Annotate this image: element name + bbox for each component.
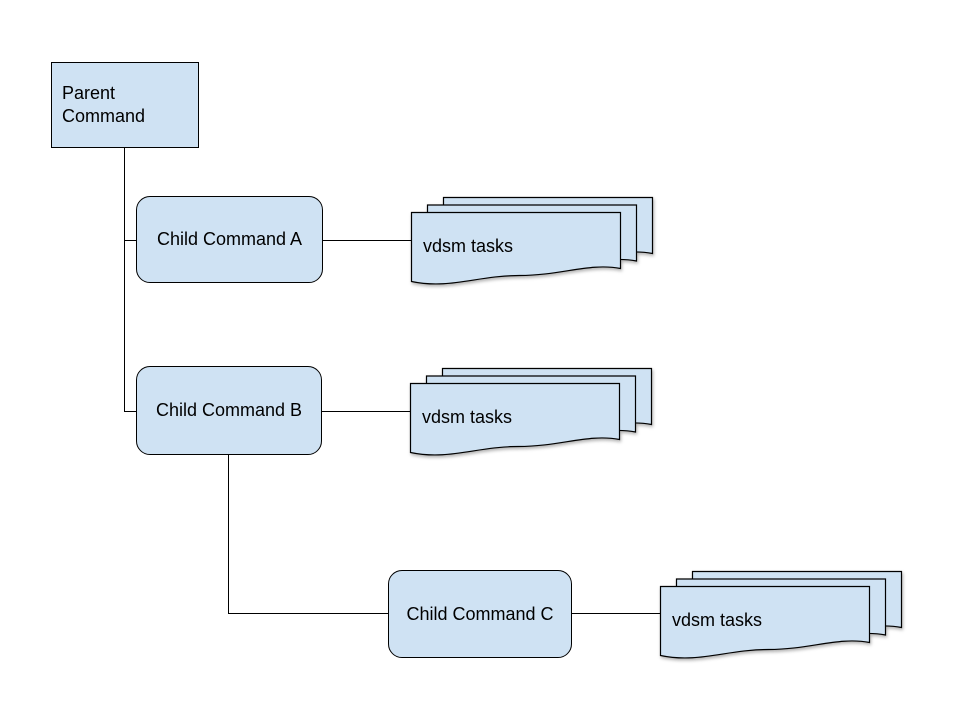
document-stack-icon xyxy=(410,196,654,285)
stack-vdsm-tasks-b-label: vdsm tasks xyxy=(422,407,513,427)
stack-vdsm-tasks-b: vdsm tasks xyxy=(409,367,653,464)
stack-vdsm-tasks-a-label: vdsm tasks xyxy=(423,236,514,256)
edge-child-b-child-c xyxy=(228,454,389,614)
node-child-command-c-label: Child Command C xyxy=(406,603,554,624)
stack-vdsm-tasks-c-label: vdsm tasks xyxy=(672,610,763,630)
stack-vdsm-tasks-c: vdsm tasks xyxy=(659,570,903,667)
document-stack-icon xyxy=(659,570,903,659)
edge-parent-children-trunk xyxy=(124,148,137,412)
node-child-command-c: Child Command C xyxy=(388,570,572,658)
node-child-command-b-label: Child Command B xyxy=(155,400,303,420)
node-child-command-b: Child Command B xyxy=(136,366,322,455)
document-stack-icon xyxy=(409,367,653,456)
node-child-command-a-label: Child Command A xyxy=(156,229,303,249)
node-parent-command-label: Parent Command xyxy=(62,83,146,126)
node-child-command-a: Child Command A xyxy=(136,196,323,283)
node-parent-command: Parent Command xyxy=(51,62,199,148)
stack-vdsm-tasks-a: vdsm tasks xyxy=(410,196,654,293)
